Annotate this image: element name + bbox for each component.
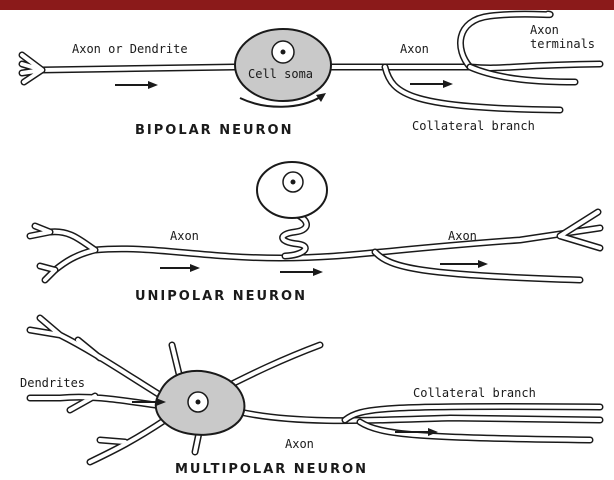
label-cell-soma: Cell soma (248, 67, 313, 81)
label-axon-terminals-2: terminals (530, 37, 595, 51)
bipolar-arrow-left (115, 81, 158, 89)
label-bipolar-axon: Axon (400, 42, 429, 56)
unipolar-arrow-left (160, 264, 200, 272)
bipolar-title: BIPOLAR NEURON (135, 123, 293, 138)
label-multipolar-axon: Axon (285, 437, 314, 451)
multipolar-neuron: Dendrites Axon Collateral branch MULTIPO… (20, 318, 600, 477)
unipolar-arrow-middle (280, 268, 323, 276)
bipolar-cell-soma (235, 29, 331, 101)
multipolar-title: MULTIPOLAR NEURON (175, 462, 368, 477)
bipolar-arrow-right (410, 80, 453, 88)
label-axon-terminals-1: Axon (530, 23, 559, 37)
label-axon-or-dendrite: Axon or Dendrite (72, 42, 188, 56)
label-multipolar-collateral: Collateral branch (413, 386, 536, 400)
label-unipolar-axon-right: Axon (448, 229, 477, 243)
bipolar-neuron: Axon or Dendrite Cell soma Axon Axon ter… (22, 14, 600, 138)
bipolar-collateral (385, 67, 560, 110)
label-dendrites: Dendrites (20, 376, 85, 390)
unipolar-title: UNIPOLAR NEURON (135, 289, 307, 304)
label-unipolar-axon-left: Axon (170, 229, 199, 243)
label-bipolar-collateral: Collateral branch (412, 119, 535, 133)
unipolar-neuron: Axon Axon UNIPOLAR NEURON (30, 162, 600, 304)
unipolar-arrow-right (440, 260, 488, 268)
